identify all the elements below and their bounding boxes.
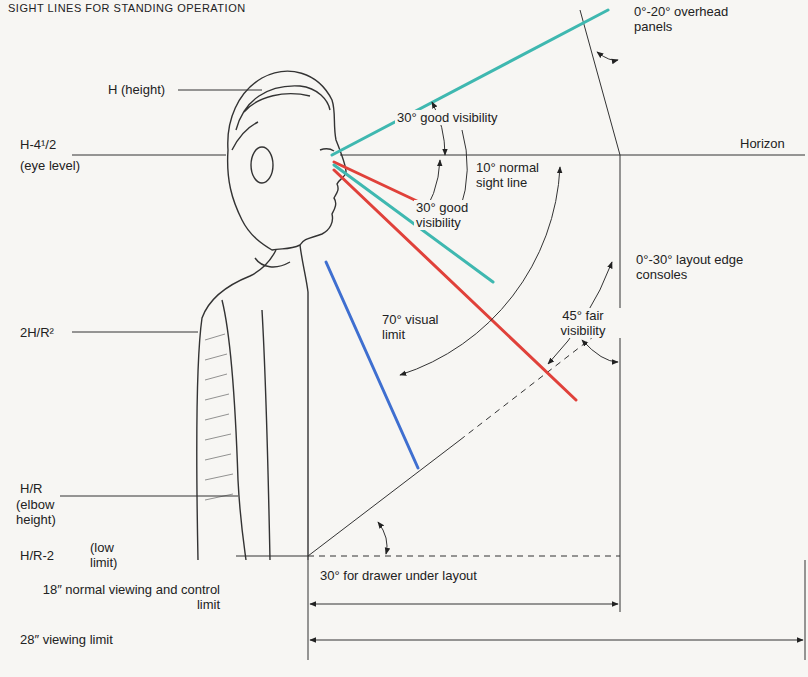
dimension-line xyxy=(310,640,803,641)
hair xyxy=(232,86,330,150)
overhead-panel-line xyxy=(580,10,620,155)
reference-line xyxy=(805,560,806,660)
angle-label: 45° fair visibility xyxy=(545,308,621,338)
hatching xyxy=(205,334,233,500)
layout-line xyxy=(308,440,460,556)
elbow-label: H/R xyxy=(18,481,44,496)
angle-arc xyxy=(378,522,387,554)
angle-label: 30° good visibility xyxy=(414,200,488,230)
leader-line xyxy=(60,496,238,497)
shoulder-label: 2H/R² xyxy=(18,325,56,340)
angle-label: 30° good visibility xyxy=(395,110,500,125)
dimension-label: 28″ viewing limit xyxy=(18,632,115,647)
shading xyxy=(205,334,233,500)
diagram-title: SIGHT LINES FOR STANDING OPERATION xyxy=(6,2,248,14)
construction-lines xyxy=(308,10,805,660)
low-limit-label: (low limit) xyxy=(88,540,136,570)
leader-line xyxy=(178,90,262,91)
fair-visibility-ray xyxy=(334,170,576,400)
angle-label: 0°-30° layout edge consoles xyxy=(634,252,748,282)
angle-arc xyxy=(460,130,467,210)
eye xyxy=(320,149,334,151)
low-limit-label: H/R-2 xyxy=(18,548,56,563)
angle-arc xyxy=(582,340,618,362)
sight-rays xyxy=(326,10,608,468)
height-label: H (height) xyxy=(106,82,167,97)
eye-level-label: (eye level) xyxy=(18,158,82,173)
reference-line xyxy=(308,560,309,660)
eye-level-label: H-4¹/2 xyxy=(18,137,58,152)
angle-arc xyxy=(597,52,618,60)
angle-arcs xyxy=(378,52,618,554)
dimension-label: 18″ normal viewing and control limit xyxy=(18,582,222,612)
leader-lines xyxy=(60,90,308,556)
angle-label: 0°-20° overhead panels xyxy=(632,4,756,34)
angle-label: 10° normal sight line xyxy=(474,160,556,190)
dimension-lines xyxy=(310,604,803,640)
angle-label: 70° visual limit xyxy=(380,312,464,342)
console-edge-line xyxy=(620,155,621,612)
leader-line xyxy=(72,155,226,156)
arm-outline xyxy=(222,300,270,560)
horizon-label: Horizon xyxy=(738,136,787,151)
horizon-line xyxy=(340,155,805,156)
dimension-line xyxy=(310,604,618,605)
upper-good-visibility-ray xyxy=(332,10,608,155)
visual-limit-ray xyxy=(326,262,418,468)
lower-good-visibility-ray xyxy=(334,165,493,282)
ear xyxy=(251,147,273,183)
angle-label: 30° for drawer under layout xyxy=(318,568,479,583)
back-outline xyxy=(197,250,276,560)
collar xyxy=(255,258,290,267)
chest-outline xyxy=(300,245,308,560)
elbow-label: (elbow height) xyxy=(14,497,78,527)
leader-line xyxy=(236,556,308,557)
head-outline xyxy=(228,71,346,250)
leader-line xyxy=(72,332,198,333)
angle-arc xyxy=(400,167,560,375)
drawer-line-dashed xyxy=(308,556,620,557)
person-figure xyxy=(197,71,346,560)
